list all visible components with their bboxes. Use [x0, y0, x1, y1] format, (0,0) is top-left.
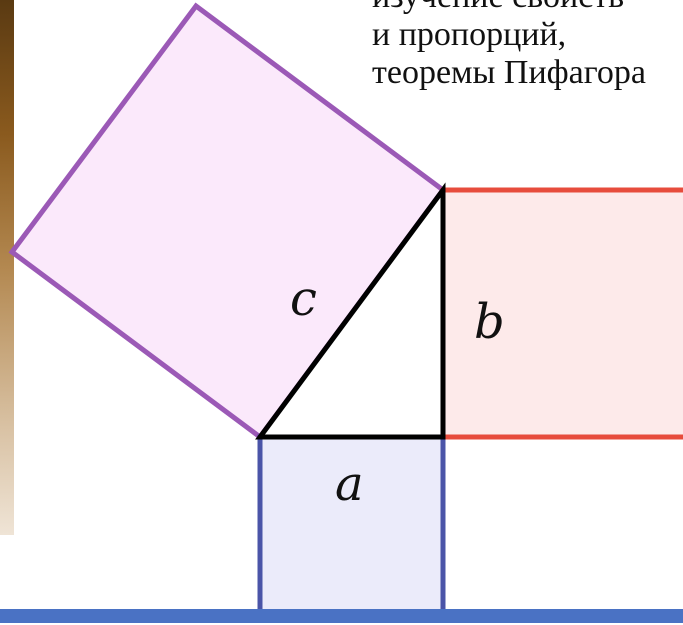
text-line-2: и пропорций, — [372, 16, 567, 53]
background-photo-strip — [0, 0, 14, 535]
label-a: a — [335, 456, 364, 512]
right-triangle — [255, 182, 446, 440]
bottom-accent-bar — [0, 609, 683, 623]
text-line-3: теоремы Пифагора — [372, 54, 646, 91]
slide-text: изучение свойств и пропорций, теоремы Пи… — [372, 0, 646, 92]
label-c: c — [290, 271, 317, 327]
text-line-1: изучение свойств — [372, 0, 646, 16]
label-b: b — [474, 294, 505, 350]
